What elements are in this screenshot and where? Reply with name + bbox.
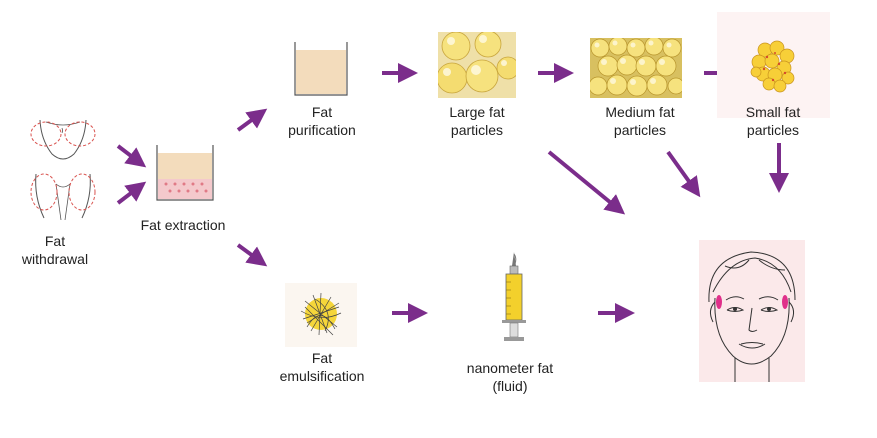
arrow-extraction-to-purification — [236, 108, 268, 132]
fat-particles-icon — [438, 32, 516, 98]
arrow-extraction-to-emulsification — [236, 243, 268, 267]
label-nanometer-fat: nanometer fat (fluid) — [466, 360, 554, 394]
label-medium-fat-particles: Medium fat particles — [605, 104, 675, 138]
label-large-fat-particles: Large fat particles — [449, 104, 505, 138]
label-fat-withdrawal: Fat withdrawal — [21, 233, 89, 267]
fat-particles-icon — [590, 38, 682, 98]
label-fat-purification: Fat purification — [288, 104, 356, 138]
arrow-medium-to-face — [666, 150, 701, 198]
fat-particles-icon — [285, 283, 357, 347]
face-icon — [699, 240, 805, 382]
label-fat-emulsification: Fat emulsification — [279, 350, 365, 384]
fat-particles-icon — [717, 12, 830, 118]
arrow-large-to-face — [547, 150, 626, 215]
arrow-withdrawal-lower-to-extraction — [116, 181, 147, 205]
body-outline-icon — [18, 112, 108, 222]
syringe-icon — [496, 252, 532, 344]
arrow-withdrawal-upper-to-extraction — [116, 144, 147, 168]
beaker-icon — [293, 42, 349, 96]
beaker-icon — [155, 145, 215, 201]
label-fat-extraction: Fat extraction — [140, 217, 226, 233]
label-small-fat-particles: Small fat particles — [745, 104, 801, 138]
